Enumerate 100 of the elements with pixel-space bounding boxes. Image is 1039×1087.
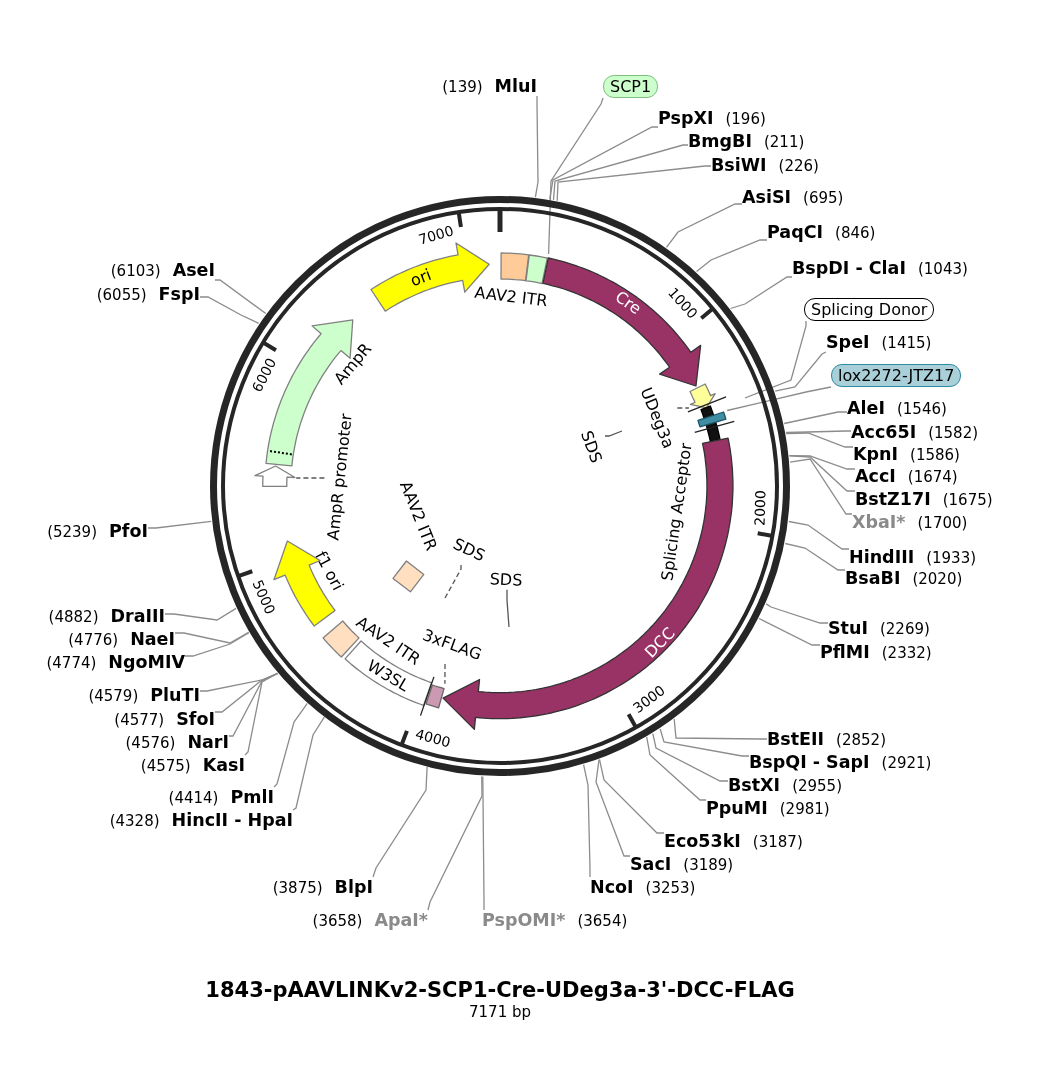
leader-line xyxy=(673,718,768,740)
leader-line xyxy=(427,775,483,911)
leader-line xyxy=(534,95,539,198)
enzyme-name: StuI xyxy=(828,618,868,638)
enzyme-name: AccI xyxy=(855,466,896,486)
enzyme-name: AsiSI xyxy=(742,187,792,207)
leader-line xyxy=(199,672,279,692)
enzyme-name: PluTI xyxy=(150,685,200,705)
cut-position: (1582) xyxy=(928,424,979,442)
leader-line xyxy=(765,603,829,624)
leader-line xyxy=(695,239,768,273)
enzyme-name: MluI xyxy=(494,76,537,96)
tick-label: 6000 xyxy=(247,355,281,395)
leader-line xyxy=(744,320,807,399)
cut-position: (6103) xyxy=(110,262,161,280)
cut-position: (1043) xyxy=(917,260,968,278)
leader-line xyxy=(582,764,591,878)
enzyme-name: FspI xyxy=(158,284,200,304)
cut-position: (2981) xyxy=(779,800,830,818)
tick-label: 2000 xyxy=(750,489,770,527)
enzyme-name: BspQI - SapI xyxy=(749,752,870,772)
enzyme-name: BsaBI xyxy=(845,568,901,588)
feature-box xyxy=(500,252,530,282)
leader-line xyxy=(372,766,428,878)
enzyme-name: ApaI* xyxy=(374,910,428,930)
leader-line xyxy=(273,702,308,788)
leader-line xyxy=(295,477,326,479)
leader-line xyxy=(292,716,325,811)
enzyme-name: BstZ17I xyxy=(855,489,931,509)
feature-box xyxy=(697,410,728,428)
leader-line xyxy=(604,430,623,437)
enzyme-name: PfoI xyxy=(109,521,148,541)
leader-line xyxy=(726,386,832,412)
enzyme-name: HindIII xyxy=(849,547,915,567)
enzyme-name: BstXI xyxy=(728,775,781,795)
enzyme-name: DraIII xyxy=(110,606,165,626)
cut-position: (5239) xyxy=(47,523,97,541)
enzyme-name: SpeI xyxy=(826,332,870,352)
cut-position: (226) xyxy=(778,157,819,175)
feature-label: AAV2 ITR xyxy=(473,283,549,311)
leader-line xyxy=(147,520,212,529)
enzyme-name: KasI xyxy=(202,755,245,775)
feature-tag: Splicing Donor xyxy=(804,298,935,321)
feature-label: AmpR promoter xyxy=(324,412,356,542)
feature-label: SDS xyxy=(450,534,488,566)
feature-tag: lox2272-JTZ17 xyxy=(831,364,962,387)
feature-label: ori xyxy=(408,265,434,291)
cut-position: (695) xyxy=(803,189,844,207)
leader-line xyxy=(774,351,827,392)
leader-line xyxy=(676,407,690,409)
cut-position: (2955) xyxy=(792,777,842,795)
leader-line xyxy=(174,631,250,644)
feature-tag: SCP1 xyxy=(603,75,659,98)
leader-line xyxy=(785,430,852,434)
enzyme-name: BlpI xyxy=(334,877,373,897)
cut-position: (2921) xyxy=(881,754,932,772)
leader-line xyxy=(199,296,260,324)
plasmid-title: 1843-pAAVLINKv2-SCP1-Cre-UDeg3a-3'-DCC-FLAG xyxy=(205,978,795,1002)
enzyme-name: PspXI xyxy=(658,108,714,128)
leader-line xyxy=(729,276,793,310)
enzyme-name: BspDI - ClaI xyxy=(792,258,906,278)
enzyme-name: BmgBI xyxy=(688,131,752,151)
tick-label: 7000 xyxy=(416,221,456,249)
cut-position: (3187) xyxy=(752,833,803,851)
feature-label: SDS xyxy=(576,428,606,466)
cut-position: (1674) xyxy=(907,468,958,486)
enzyme-name: NcoI xyxy=(590,877,634,897)
feature-diamond xyxy=(391,560,425,593)
enzyme-name: Eco53kI xyxy=(664,831,741,851)
enzyme-name: HincII - HpaI xyxy=(171,810,293,830)
cut-position: (1586) xyxy=(910,446,960,464)
enzyme-name: PmlI xyxy=(230,787,274,807)
cut-position: (3875) xyxy=(272,879,323,897)
feature-label: AAV2 ITR xyxy=(395,478,441,554)
tick-label: 5000 xyxy=(248,577,280,617)
leader-line xyxy=(788,455,856,492)
feature-label: SDS xyxy=(489,570,523,590)
leader-line xyxy=(164,607,237,621)
directional-feature xyxy=(254,464,297,487)
cut-position: (4577) xyxy=(114,711,165,729)
leader-line xyxy=(783,411,848,425)
feature-box xyxy=(424,683,445,709)
leader-line xyxy=(758,617,821,646)
cut-position: (1933) xyxy=(926,549,977,567)
leader-line xyxy=(789,458,853,515)
enzyme-name: XbaI* xyxy=(852,512,906,532)
feature-label: f1 ori xyxy=(311,548,347,594)
cut-position: (846) xyxy=(835,224,876,242)
cut-position: (3654) xyxy=(577,912,628,930)
enzyme-name: PpuMI xyxy=(706,798,768,818)
plasmid-size: 7171 bp xyxy=(469,1003,531,1021)
leader-line xyxy=(214,672,279,713)
leader-line xyxy=(506,589,510,628)
leader-line xyxy=(784,542,846,571)
leader-line xyxy=(184,632,250,657)
feature-box xyxy=(525,253,549,285)
leader-line xyxy=(785,432,854,448)
feature-label: Cre xyxy=(611,287,645,319)
enzyme-name: BsiWI xyxy=(711,155,767,175)
enzyme-name: BstEII xyxy=(767,729,825,749)
